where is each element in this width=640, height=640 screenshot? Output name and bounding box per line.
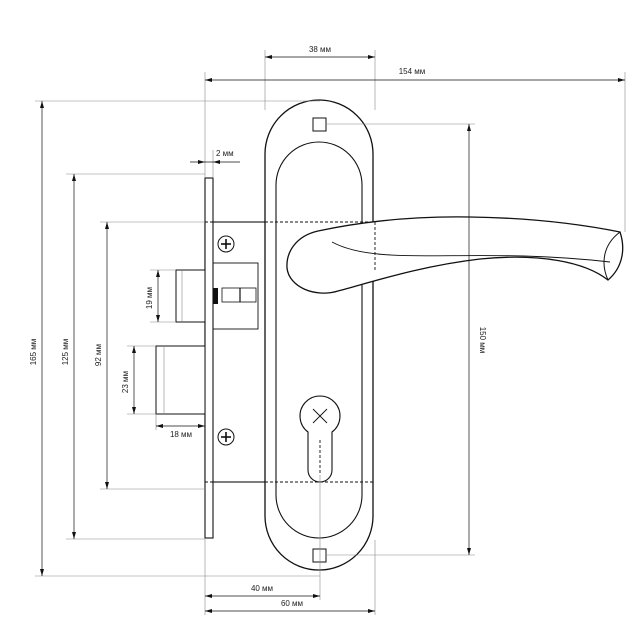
mortise-lock-body [155, 177, 268, 539]
screw-bottom [217, 428, 235, 446]
dim-rose-width-label: 38 мм [309, 45, 331, 54]
dim-handle-centers: 150 мм [467, 124, 487, 555]
dim-faceplate-thickness-label: 2 мм [216, 149, 234, 158]
escutcheon-plate [264, 99, 374, 571]
dim-latch-height: 19 мм [145, 270, 160, 322]
dim-bolt-height: 23 мм [121, 346, 136, 414]
dim-overall-height: 165 мм [29, 101, 44, 576]
latch-bolt [175, 269, 206, 323]
lever-handle-body [286, 216, 624, 294]
lock-case [204, 221, 268, 483]
projection-lines [205, 221, 376, 483]
dim-overall-height-label: 165 мм [29, 339, 38, 366]
dim-faceplate-height-label: 125 мм [61, 339, 70, 366]
dim-total-length: 154 мм [205, 67, 625, 82]
dim-bolt-throw: 18 мм [156, 424, 205, 439]
lever-handle [286, 216, 624, 294]
dim-bolt-throw-label: 18 мм [170, 430, 192, 439]
dim-screw-spacing-label: 92 мм [94, 344, 103, 366]
mount-square-top [312, 117, 327, 132]
lever-handle-ridge [331, 241, 611, 263]
dim-faceplate-thickness: 2 мм [190, 149, 240, 164]
dim-screw-spacing: 92 мм [94, 222, 109, 489]
lever-handle-tip [603, 231, 621, 281]
dim-case-depth: 60 мм [205, 599, 375, 613]
escutcheon-inner [275, 141, 363, 539]
dim-rose-width: 38 мм [265, 45, 375, 59]
mount-square-bottom [312, 548, 327, 563]
extension-lines [35, 50, 626, 615]
dim-faceplate-height: 125 мм [61, 174, 76, 539]
latch-pin [213, 288, 218, 304]
escutcheon-outer [264, 99, 374, 571]
dim-backset-label: 40 мм [251, 584, 273, 593]
dim-latch-height-label: 19 мм [145, 287, 154, 309]
faceplate [204, 177, 214, 539]
dim-backset: 40 мм [205, 584, 320, 598]
dim-bolt-height-label: 23 мм [121, 371, 130, 393]
latch-slot [221, 287, 257, 303]
dim-total-length-label: 154 мм [399, 67, 426, 76]
dead-bolt [155, 345, 206, 415]
dim-case-depth-label: 60 мм [281, 599, 303, 608]
screw-top [217, 235, 235, 253]
dim-handle-centers-label: 150 мм [478, 327, 487, 354]
